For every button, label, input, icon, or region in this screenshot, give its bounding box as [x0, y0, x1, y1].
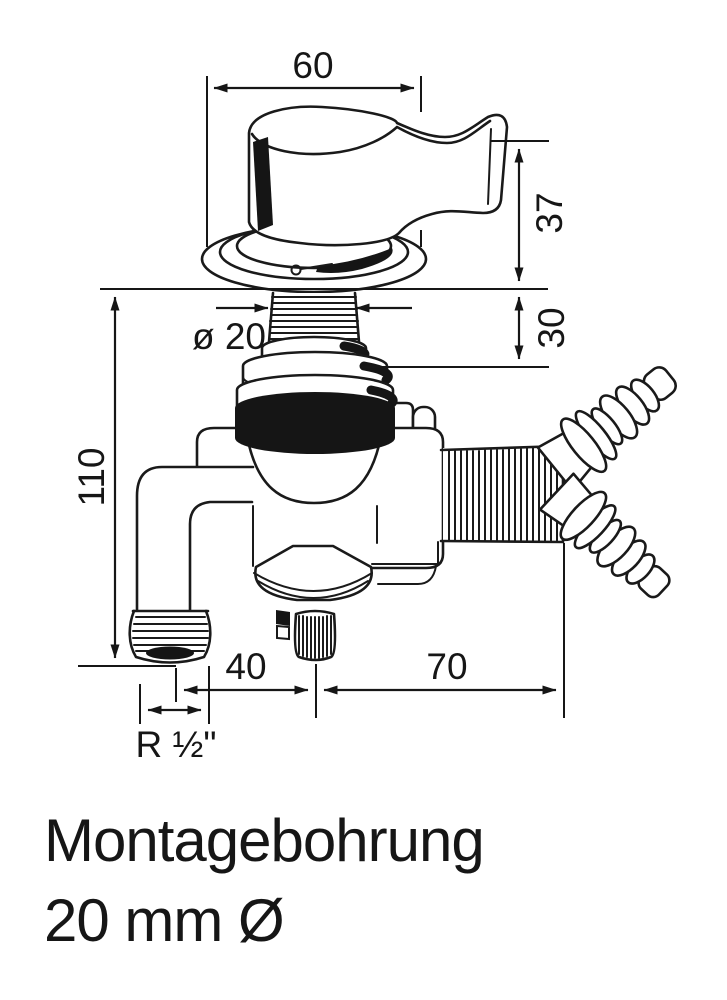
- body-step: [371, 541, 439, 585]
- connector-threads: [448, 446, 558, 543]
- hose-barb-lower: [538, 472, 671, 599]
- caption-line-1: Montagebohrung: [44, 807, 484, 874]
- lever-handle: [247, 105, 509, 247]
- caption-line-2: 20 mm Ø: [44, 887, 284, 954]
- dimension-dia-20: ø 20: [192, 303, 412, 357]
- flange-shading: [316, 248, 393, 273]
- dim-110-label: 110: [71, 448, 112, 507]
- dim-30-label: 30: [531, 307, 572, 348]
- dimension-37: 37: [490, 140, 570, 282]
- dim-60-label: 60: [292, 45, 333, 86]
- dim-70-label: 70: [426, 646, 467, 687]
- spout-threads: [132, 616, 209, 652]
- dim-40-label: 40: [225, 646, 266, 687]
- dimension-40: 40: [175, 646, 317, 718]
- dimension-110: 110: [71, 296, 176, 667]
- spindle-stem: [276, 609, 337, 662]
- handle-shading-stripe: [253, 137, 273, 231]
- bottom-cap: [253, 544, 373, 602]
- bonnet-arch: [245, 434, 383, 505]
- gland-ring: [235, 392, 395, 454]
- dimensions: 60 37 30 ø 20 110 40: [71, 45, 572, 765]
- spout-opening: [146, 646, 194, 660]
- dim-dia20-label: ø 20: [192, 316, 266, 357]
- spout: [128, 465, 255, 664]
- caption: Montagebohrung 20 mm Ø: [44, 807, 485, 954]
- dim-37-label: 37: [529, 192, 570, 233]
- dimension-70: 70: [323, 543, 565, 718]
- indicator-hole: [290, 264, 302, 276]
- valve-body: [195, 426, 445, 570]
- spout-coupling: [128, 609, 212, 664]
- dimension-r-half: R ½": [136, 666, 217, 765]
- stem-splines: [298, 615, 332, 659]
- dimension-60: 60: [206, 45, 422, 247]
- dim-r-half-label: R ½": [136, 724, 217, 765]
- dimension-30: 30: [362, 296, 572, 368]
- hose-barb-upper: [536, 366, 677, 492]
- valve-figure: [100, 105, 677, 664]
